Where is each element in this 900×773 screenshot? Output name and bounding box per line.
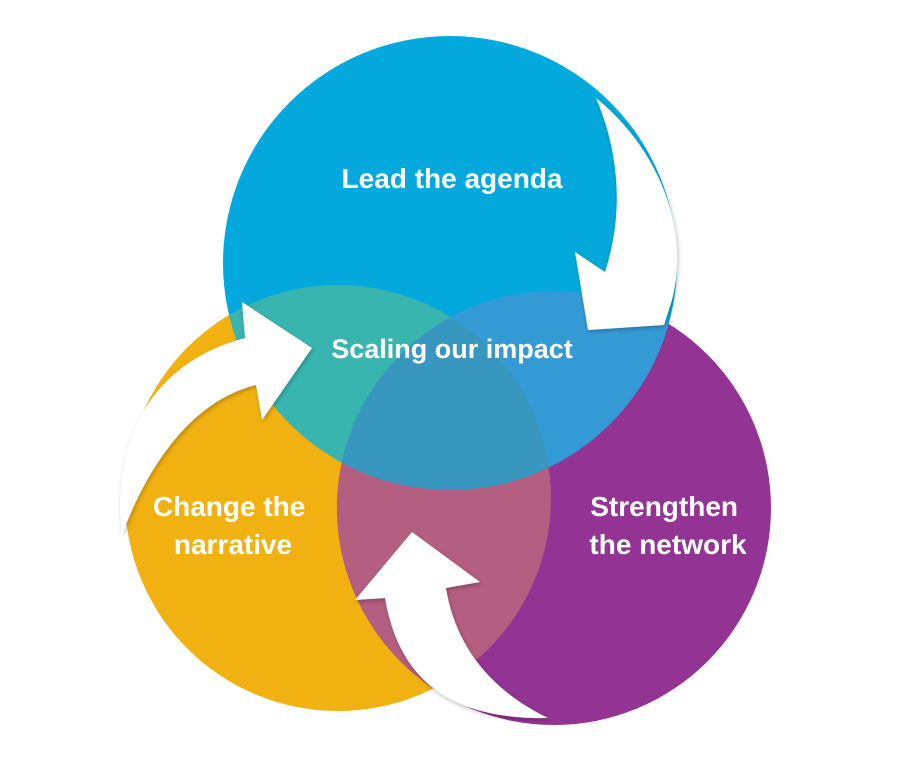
- cycle-arrows: [120, 98, 678, 719]
- label-change-the-narrative: Change the narrative: [153, 491, 313, 560]
- arrow-top-right-icon: [575, 98, 678, 330]
- label-strengthen-the-network-line-1: Strengthen: [590, 491, 738, 522]
- label-strengthen-the-network-line-2: the network: [589, 529, 747, 560]
- label-change-the-narrative-line-1: Change the: [153, 491, 305, 522]
- label-strengthen-the-network: Strengthen the network: [589, 491, 747, 560]
- label-change-the-narrative-line-2: narrative: [174, 529, 292, 560]
- label-scaling-our-impact: Scaling our impact: [331, 334, 573, 364]
- overlap-center: [337, 291, 551, 490]
- arrow-bottom-icon: [355, 532, 548, 719]
- label-lead-the-agenda: Lead the agenda: [342, 163, 563, 194]
- overlap-center-group: [337, 291, 551, 490]
- arrow-left-icon: [120, 302, 312, 535]
